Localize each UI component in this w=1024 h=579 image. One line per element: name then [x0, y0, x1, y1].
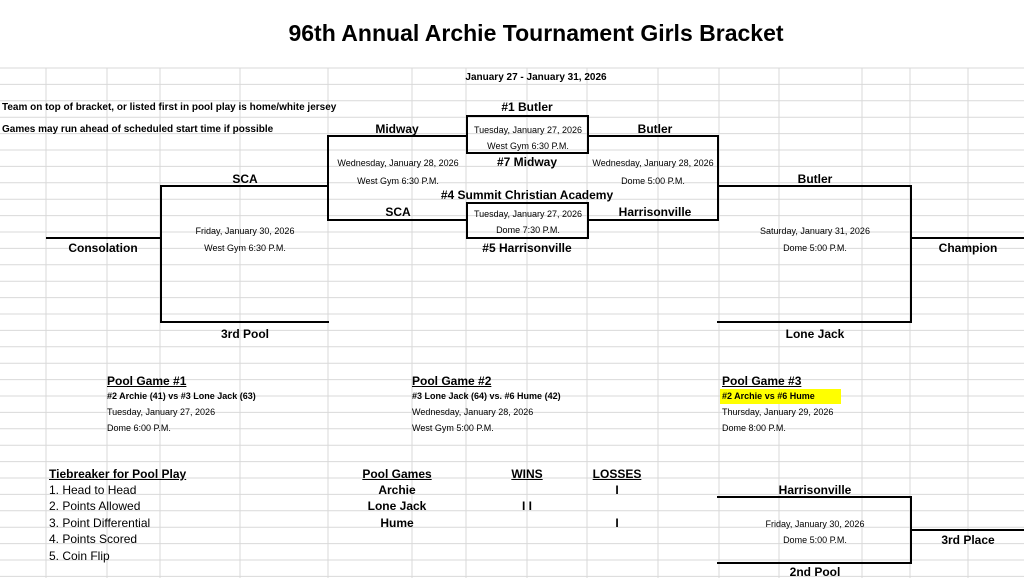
g2-date: Tuesday, January 27, 2026	[473, 209, 583, 219]
g2-away-team: Harrisonville	[618, 205, 692, 219]
standings-header-wins: WINS	[511, 467, 543, 481]
standings-losses: I	[615, 483, 619, 497]
semi-left-venue: West Gym 6:30 P.M.	[357, 176, 439, 186]
consolation-top-team: SCA	[232, 172, 258, 186]
schedule-note: Games may run ahead of scheduled start t…	[2, 124, 274, 135]
pool-game-3-matchup: #2 Archie vs #6 Hume	[720, 389, 841, 404]
pool-game-2-venue: West Gym 5:00 P.M.	[412, 423, 494, 433]
championship-bottom-team: Lone Jack	[785, 327, 845, 341]
semi-right-date: Wednesday, January 28, 2026	[592, 158, 714, 168]
seed-1-label: #1 Butler	[501, 100, 553, 114]
pool-game-2-matchup: #3 Lone Jack (64) vs. #6 Hume (42)	[412, 391, 561, 401]
standings-team: Hume	[380, 516, 414, 530]
standings-header-losses: LOSSES	[592, 467, 642, 481]
pool-game-1-title: Pool Game #1	[107, 374, 187, 388]
g1-home-team: Midway	[375, 122, 419, 136]
tiebreaker-item: 1. Head to Head	[49, 483, 137, 497]
consolation-label: Consolation	[68, 241, 138, 255]
g1-date: Tuesday, January 27, 2026	[473, 125, 583, 135]
tiebreaker-item: 2. Points Allowed	[49, 499, 141, 513]
home-jersey-note: Team on top of bracket, or listed first …	[2, 102, 337, 113]
g2-home-team: SCA	[385, 205, 411, 219]
championship-date: Saturday, January 31, 2026	[760, 226, 870, 236]
tournament-dates: January 27 - January 31, 2026	[465, 72, 607, 83]
third-place-bottom-team: 2nd Pool	[789, 565, 841, 579]
tiebreaker-item: 5. Coin Flip	[49, 549, 110, 563]
tiebreaker-item: 3. Point Differential	[49, 516, 151, 530]
g2-venue: Dome 7:30 P.M.	[496, 225, 560, 235]
third-place-date: Friday, January 30, 2026	[765, 519, 865, 529]
seed-4-label: #4 Summit Christian Academy	[440, 188, 614, 202]
tiebreaker-title: Tiebreaker for Pool Play	[49, 467, 187, 481]
standings-team: Lone Jack	[367, 499, 427, 513]
standings-header-team: Pool Games	[362, 467, 432, 481]
third-place-label: 3rd Place	[941, 533, 995, 547]
third-place-top-team: Harrisonville	[778, 483, 852, 497]
consolation-bottom-team: 3rd Pool	[220, 327, 270, 341]
championship-venue: Dome 5:00 P.M.	[783, 243, 847, 253]
third-place-venue: Dome 5:00 P.M.	[783, 535, 847, 545]
page-title: 96th Annual Archie Tournament Girls Brac…	[288, 20, 784, 46]
semi-left-date: Wednesday, January 28, 2026	[337, 158, 459, 168]
consolation-date: Friday, January 30, 2026	[195, 226, 295, 236]
pool-game-2-title: Pool Game #2	[412, 374, 492, 388]
seed-5-label: #5 Harrisonville	[482, 241, 572, 255]
championship-top-team: Butler	[797, 172, 833, 186]
pool-game-3-venue: Dome 8:00 P.M.	[722, 423, 786, 433]
g1-away-team: Butler	[637, 122, 673, 136]
standings-losses: I	[615, 516, 619, 530]
pool-game-1-venue: Dome 6:00 P.M.	[107, 423, 171, 433]
pool-game-1-matchup: #2 Archie (41) vs #3 Lone Jack (63)	[107, 391, 256, 401]
standings-team: Archie	[378, 483, 416, 497]
seed-7-label: #7 Midway	[496, 155, 558, 169]
semi-right-venue: Dome 5:00 P.M.	[621, 176, 685, 186]
consolation-venue: West Gym 6:30 P.M.	[204, 243, 286, 253]
pool-game-1-date: Tuesday, January 27, 2026	[107, 407, 216, 417]
g1-venue: West Gym 6:30 P.M.	[487, 141, 569, 151]
tiebreaker-item: 4. Points Scored	[49, 532, 138, 546]
standings-wins: I I	[521, 499, 533, 513]
pool-game-3-title: Pool Game #3	[722, 374, 802, 388]
pool-game-3-date: Thursday, January 29, 2026	[722, 407, 834, 417]
pool-game-2-date: Wednesday, January 28, 2026	[412, 407, 534, 417]
champion-label: Champion	[938, 241, 998, 255]
